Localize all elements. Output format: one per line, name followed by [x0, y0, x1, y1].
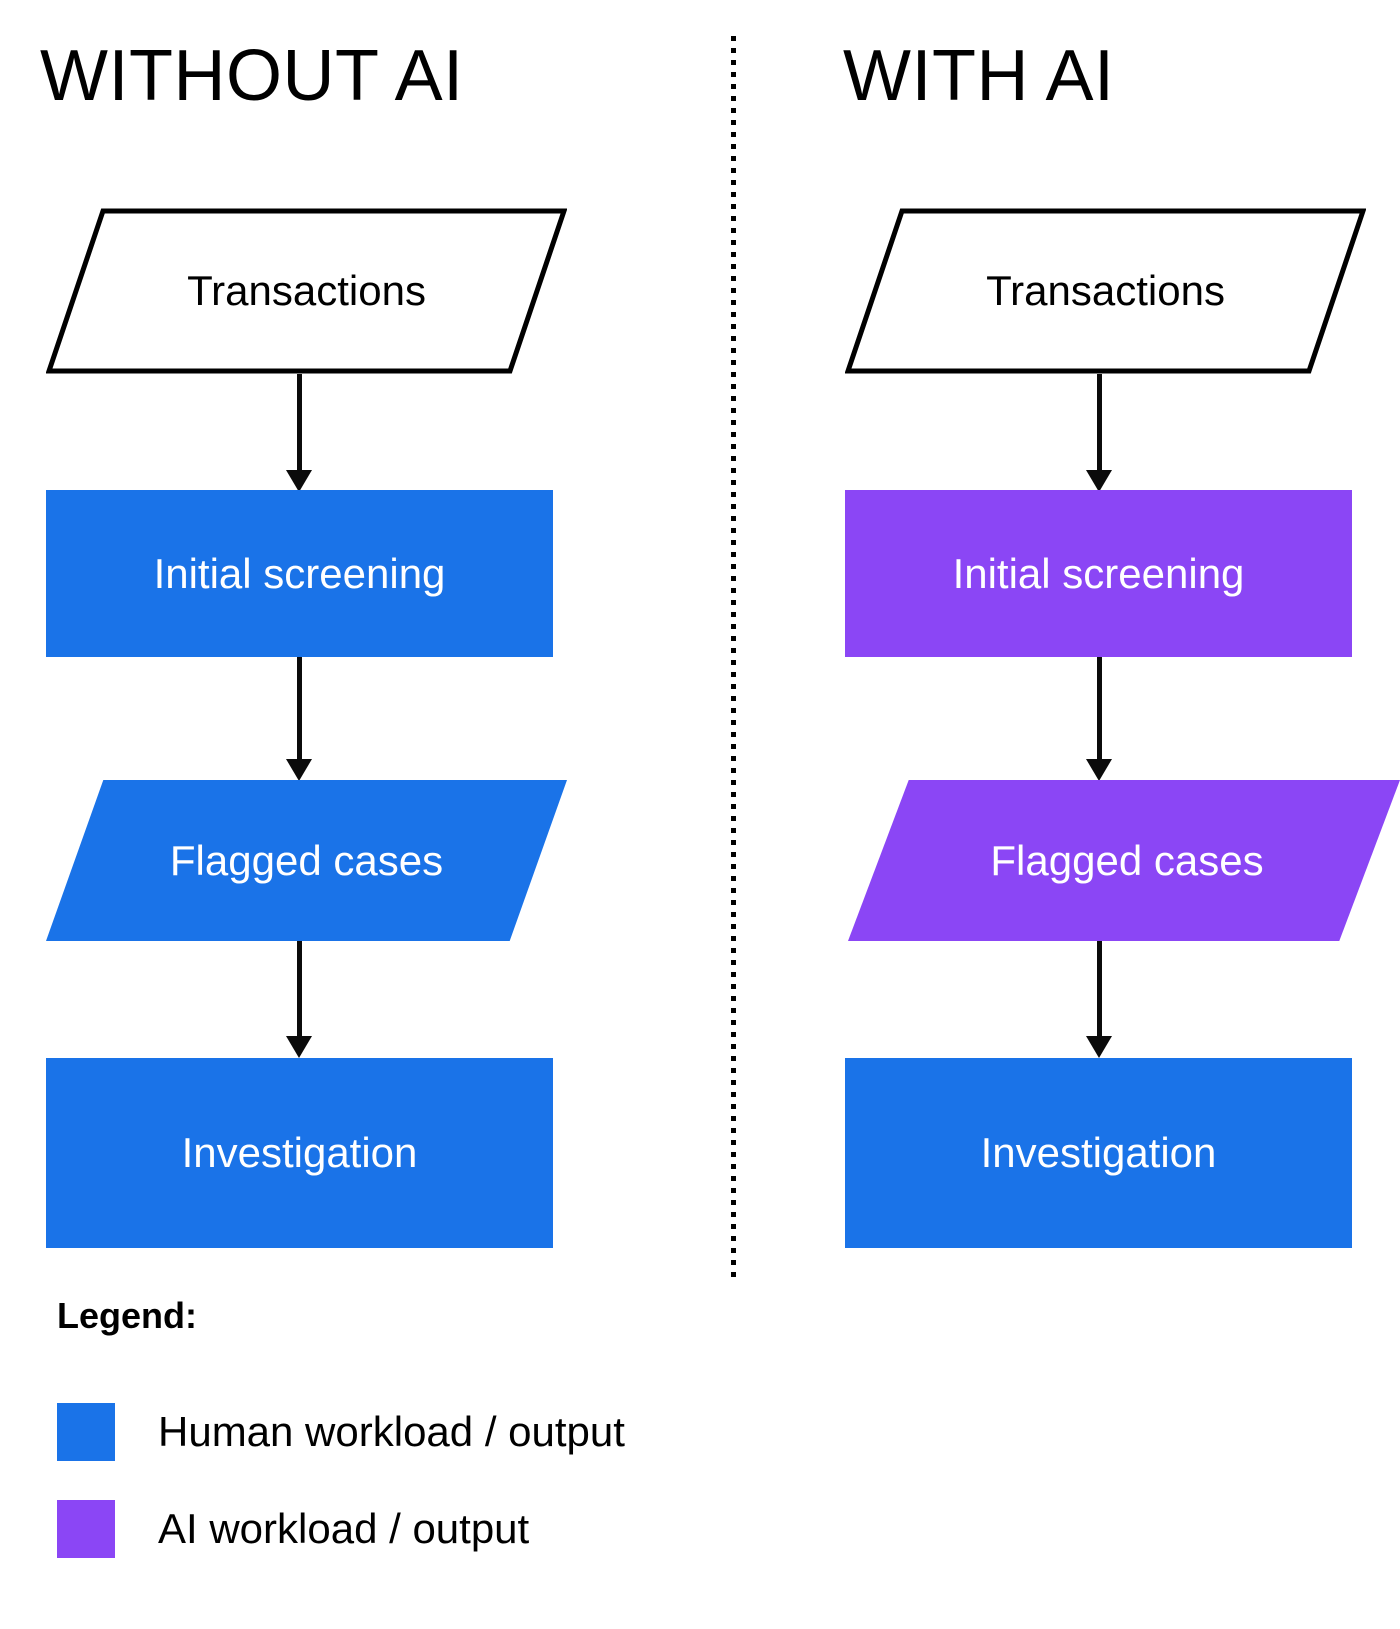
initial-screening-rect-fill — [845, 490, 1352, 657]
arrow-flagged-cases-to-investigation-right — [1076, 941, 1122, 1058]
column-title-with-ai: WITH AI — [843, 36, 1115, 116]
legend-swatch-ai — [57, 1500, 115, 1558]
initial-screening-rect-fill — [46, 490, 553, 657]
investigation-rect-fill — [46, 1058, 553, 1248]
legend-item-human: Human workload / output — [57, 1403, 625, 1461]
node-without-ai-investigation[interactable]: Investigation — [46, 1058, 553, 1248]
node-without-ai-transactions[interactable]: Transactions — [46, 208, 567, 374]
transactions-parallelogram-outline — [845, 208, 1366, 374]
arrow-initial-screening-to-flagged-cases-left — [276, 657, 322, 781]
flagged-cases-parallelogram-fill — [848, 780, 1400, 941]
legend-title: Legend: — [57, 1295, 197, 1336]
transactions-parallelogram-outline — [46, 208, 567, 374]
legend-label-ai: AI workload / output — [158, 1505, 530, 1552]
arrow-transactions-to-initial-screening-right — [1076, 374, 1122, 492]
arrow-initial-screening-to-flagged-cases-right — [1076, 657, 1122, 781]
node-without-ai-initial-screening[interactable]: Initial screening — [46, 490, 553, 657]
node-with-ai-transactions[interactable]: Transactions — [845, 208, 1366, 374]
legend-item-ai: AI workload / output — [57, 1500, 529, 1558]
node-with-ai-initial-screening[interactable]: Initial screening — [845, 490, 1352, 657]
investigation-rect-fill — [845, 1058, 1352, 1248]
column-title-without-ai: WITHOUT AI — [40, 36, 464, 116]
legend-swatch-human — [57, 1403, 115, 1461]
node-without-ai-flagged-cases[interactable]: Flagged cases — [46, 780, 567, 941]
legend-label-human: Human workload / output — [158, 1408, 625, 1455]
column-divider — [731, 36, 736, 1282]
flagged-cases-parallelogram-fill — [46, 780, 567, 941]
arrow-transactions-to-initial-screening-left — [276, 374, 322, 492]
node-with-ai-investigation[interactable]: Investigation — [845, 1058, 1352, 1248]
arrow-flagged-cases-to-investigation-left — [276, 941, 322, 1058]
node-with-ai-flagged-cases[interactable]: Flagged cases — [848, 780, 1400, 941]
